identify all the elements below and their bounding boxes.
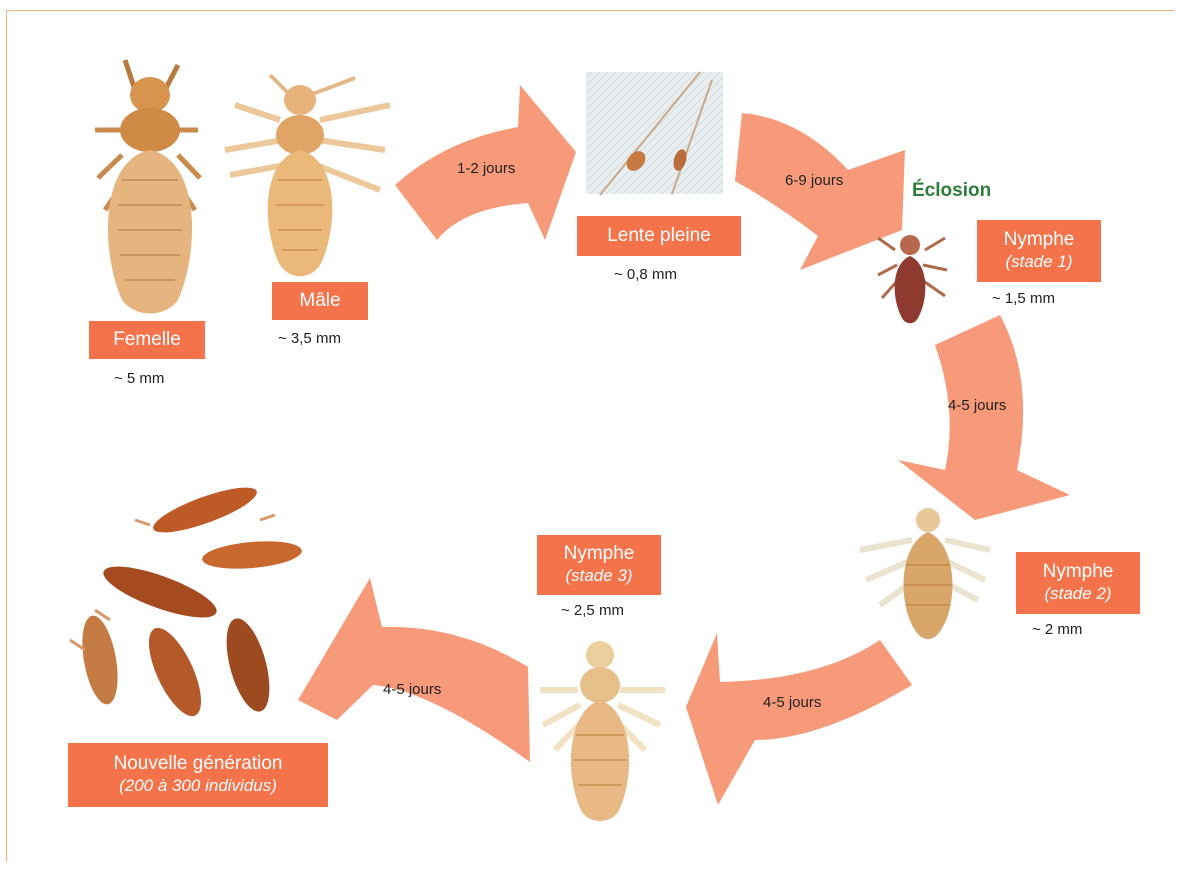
louse-nymphe-3 [540, 641, 665, 821]
generation-sub: (200 à 300 individus) [119, 775, 277, 797]
label-male: Mâle [272, 282, 368, 320]
arrow-egg-to-hatch [735, 113, 905, 270]
louse-femelle [95, 60, 200, 314]
label-nymphe-3: Nymphe (stade 3) [537, 535, 661, 595]
nymphe1-sub: (stade 1) [1005, 251, 1072, 273]
louse-group-generation [70, 479, 303, 723]
label-femelle: Femelle [89, 321, 205, 359]
arrow-n3-to-gen [298, 578, 530, 762]
duration-adult-to-egg: 1-2 jours [457, 160, 515, 177]
arrow-n2-to-n3 [686, 633, 912, 805]
duration-n1-to-n2: 4-5 jours [948, 397, 1006, 414]
nymphe3-sub: (stade 3) [565, 565, 632, 587]
louse-nymphe-1 [878, 235, 947, 323]
size-nymphe-1: ~ 1,5 mm [992, 290, 1055, 307]
duration-n3-to-gen: 4-5 jours [383, 681, 441, 698]
size-nymphe-3: ~ 2,5 mm [561, 602, 624, 619]
nymphe3-label: Nymphe [564, 543, 635, 565]
size-male: ~ 3,5 mm [278, 330, 341, 347]
size-femelle: ~ 5 mm [114, 370, 164, 387]
label-lente: Lente pleine [577, 216, 741, 256]
duration-n2-to-n3: 4-5 jours [763, 694, 821, 711]
size-lente: ~ 0,8 mm [614, 266, 677, 283]
label-nymphe-2: Nymphe (stade 2) [1016, 552, 1140, 614]
size-nymphe-2: ~ 2 mm [1032, 621, 1082, 638]
eclosion-label: Éclosion [912, 180, 991, 202]
louse-nymphe-2 [860, 508, 990, 639]
label-nouvelle-generation: Nouvelle génération (200 à 300 individus… [68, 743, 328, 807]
label-nymphe-1: Nymphe (stade 1) [977, 220, 1101, 282]
nymphe2-sub: (stade 2) [1044, 583, 1111, 605]
louse-male [225, 75, 390, 276]
lente-label: Lente pleine [607, 225, 711, 247]
arrow-n1-to-n2 [898, 315, 1070, 520]
male-label: Mâle [299, 290, 340, 312]
egg-photo [586, 72, 723, 195]
nymphe2-label: Nymphe [1043, 561, 1114, 583]
nymphe1-label: Nymphe [1004, 229, 1075, 251]
generation-label: Nouvelle génération [113, 753, 282, 775]
femelle-label: Femelle [113, 329, 181, 351]
duration-egg-to-hatch: 6-9 jours [785, 172, 843, 189]
